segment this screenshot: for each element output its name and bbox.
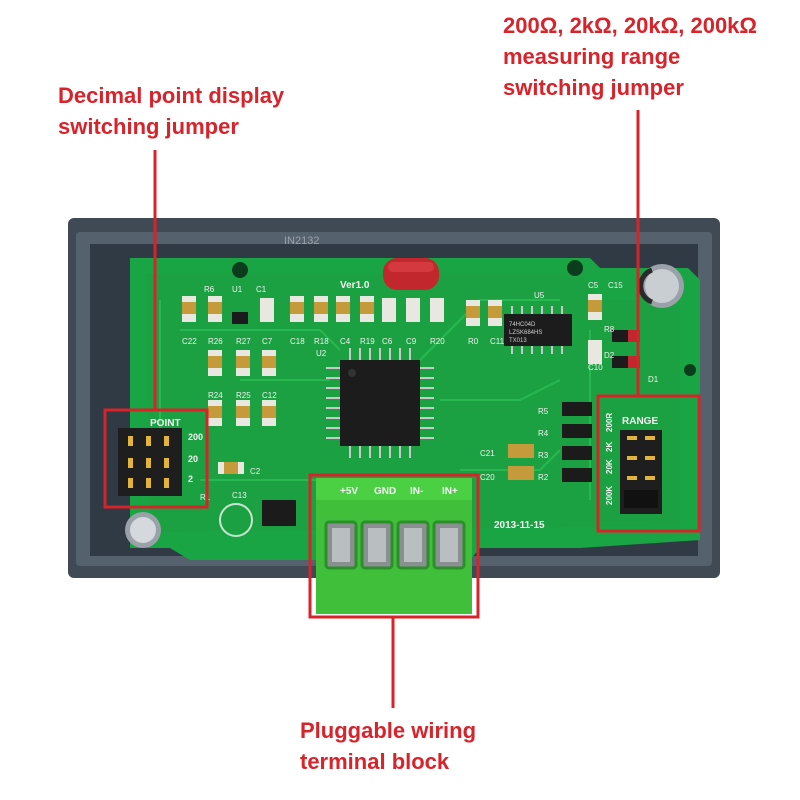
terminal-pin-label: IN+	[442, 486, 458, 497]
component-designator: R4	[538, 429, 549, 438]
component-designator: U1	[232, 285, 243, 294]
component-designator: U2	[316, 349, 327, 358]
ic-marking: 74HC04D	[509, 322, 536, 328]
terminal-block-annotation: Pluggable wiring terminal block	[300, 715, 476, 777]
component-designator: C7	[262, 337, 273, 346]
range-value-label: 2K	[605, 442, 614, 452]
annotation-line: measuring range	[503, 44, 681, 69]
annotation-line: switching jumper	[503, 75, 684, 100]
component-designator: D1	[648, 375, 659, 384]
terminal-pin-label: +5V	[340, 486, 358, 497]
component-designator: R6	[204, 285, 215, 294]
component-designator: D2	[604, 351, 615, 360]
component-designator: C13	[232, 491, 247, 500]
board-version: Ver1.0	[340, 280, 370, 291]
terminal-block	[316, 478, 472, 614]
component-designator: R24	[208, 391, 223, 400]
ic-marking: TX013	[509, 338, 527, 344]
electrolytic-capacitor	[638, 264, 684, 308]
component-designator: C21	[480, 449, 495, 458]
component-designator: C4	[340, 337, 351, 346]
terminal-pin-label: IN-	[410, 486, 423, 497]
point-header-label: POINT	[150, 418, 181, 429]
point-value-label: 20	[188, 454, 198, 464]
component-designator: R20	[430, 337, 445, 346]
terminal-pin-label: GND	[374, 486, 396, 497]
range-jumper-header	[620, 430, 662, 514]
electrolytic-capacitor	[125, 512, 161, 548]
microcontroller-chip	[326, 348, 434, 458]
component-designator: R27	[236, 337, 251, 346]
component-designator: R5	[538, 407, 549, 416]
ic-marking: LZSK684HS	[509, 330, 542, 336]
range-header-label: RANGE	[622, 416, 658, 427]
crystal-oscillator	[383, 258, 439, 290]
component-designator: R3	[538, 451, 549, 460]
component-designator: C10	[588, 363, 603, 372]
component-designator: C22	[182, 337, 197, 346]
component-designator: C9	[406, 337, 417, 346]
component-designator: C12	[262, 391, 277, 400]
component-designator: R18	[314, 337, 329, 346]
component-designator: U5	[534, 291, 545, 300]
range-value-label: 20K	[605, 459, 614, 474]
annotation-line: Pluggable wiring	[300, 718, 477, 743]
board-date: 2013-11-15	[494, 520, 545, 531]
range-value-label: 200R	[605, 413, 614, 432]
point-value-label: 2	[188, 474, 193, 484]
annotation-line: Decimal point display	[58, 83, 285, 108]
component-designator: R2	[538, 473, 549, 482]
smd-components	[182, 294, 640, 526]
component-designator: C15	[608, 281, 623, 290]
component-designator: R25	[236, 391, 251, 400]
silkscreen-labels: POINT 200 20 2 RANGE 200K 20K 2K 200R +5…	[150, 235, 658, 531]
top-marking: IN2132	[284, 235, 319, 247]
component-designator: R0	[468, 337, 479, 346]
annotation-line: terminal block	[300, 749, 450, 774]
component-designator: C5	[588, 281, 599, 290]
annotation-graphics	[103, 110, 701, 708]
annotation-line: 200Ω, 2kΩ, 20kΩ, 200kΩ	[503, 13, 758, 38]
component-designator: C18	[290, 337, 305, 346]
component-designator: R26	[208, 337, 223, 346]
logic-ic-chip	[504, 306, 572, 354]
decimal-point-annotation: Decimal point display switching jumper	[58, 80, 284, 142]
component-designator: C1	[256, 285, 267, 294]
annotation-line: switching jumper	[58, 114, 239, 139]
component-designator: C6	[382, 337, 393, 346]
range-value-label: 200K	[605, 486, 614, 505]
point-value-label: 200	[188, 432, 203, 442]
range-annotation: 200Ω, 2kΩ, 20kΩ, 200kΩ measuring range s…	[503, 10, 757, 103]
component-designator: R19	[360, 337, 375, 346]
component-designator: C20	[480, 473, 495, 482]
component-designator: C11	[490, 337, 505, 346]
component-designator: C2	[250, 467, 261, 476]
component-designator: R8	[604, 325, 615, 334]
range-highlight-box	[596, 394, 701, 533]
component-designator: R1	[200, 493, 211, 502]
point-jumper-header	[118, 428, 182, 496]
